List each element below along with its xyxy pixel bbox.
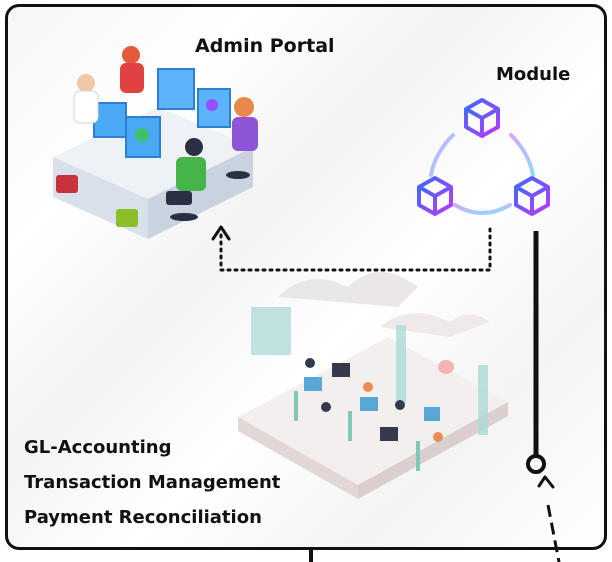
module-links (429, 133, 535, 215)
endpoint-arrowhead (537, 475, 555, 489)
module-to-admin-connector (219, 227, 492, 272)
office-team-illustration (238, 272, 508, 499)
cube-icon (417, 176, 453, 216)
cube-icon (464, 98, 500, 138)
service-label-gl-accounting: GL-Accounting (24, 437, 172, 458)
service-label-payment-reconciliation: Payment Reconciliation (24, 507, 262, 528)
admin-portal-title: Admin Portal (195, 35, 335, 57)
connector-endpoint (526, 454, 546, 474)
admin-arrowhead (211, 225, 231, 241)
module-title: Module (496, 64, 571, 85)
service-label-transaction-management: Transaction Management (24, 472, 281, 493)
illustration-layer (53, 46, 555, 499)
diagram-frame: Admin Portal Module GL-Accounting Transa… (5, 4, 607, 550)
admin-team-illustration (53, 46, 258, 239)
cube-icon (514, 176, 550, 216)
